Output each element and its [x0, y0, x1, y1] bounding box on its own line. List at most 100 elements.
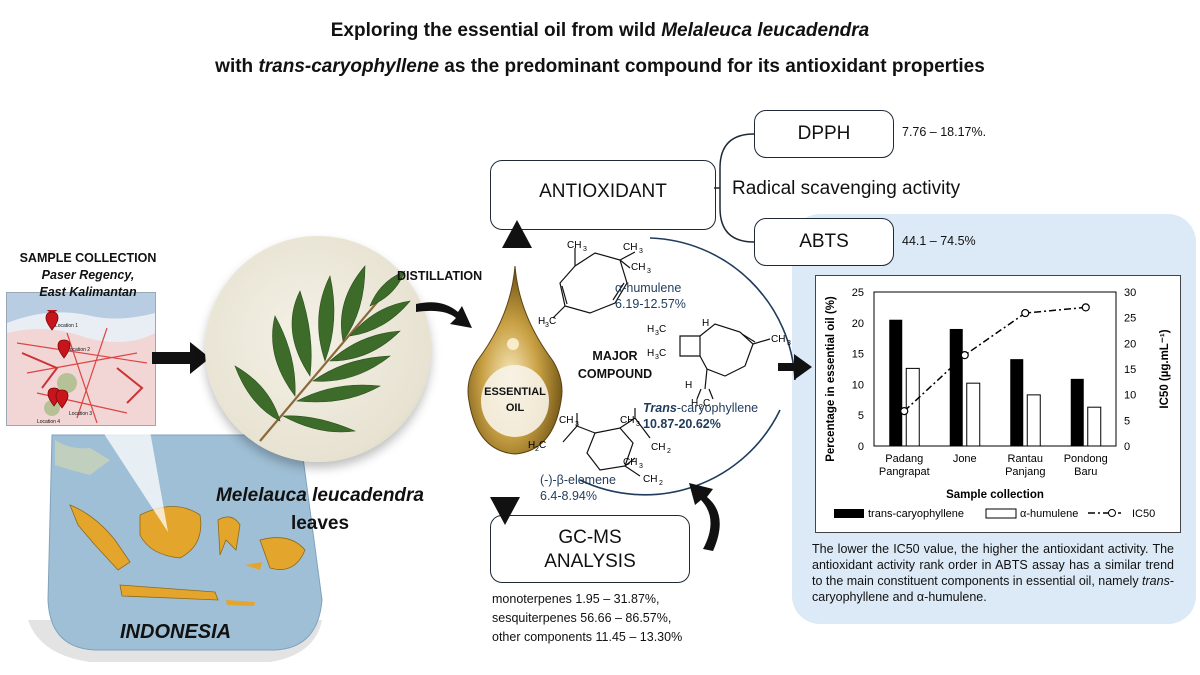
radical-scavenging-label: Radical scavenging activity [732, 178, 961, 199]
svg-text:CH: CH [623, 457, 637, 468]
location-pins [45, 310, 71, 409]
composition-item: monoterpenes 1.95 – 31.87%, [492, 592, 660, 606]
svg-text:3: 3 [639, 248, 643, 255]
svg-text:H: H [647, 348, 654, 359]
svg-text:3: 3 [575, 421, 579, 428]
map-label-3: Location 3 [69, 411, 93, 417]
y-tick-label: 0 [858, 441, 864, 453]
ic50-point [900, 406, 909, 416]
svg-text:3: 3 [787, 340, 791, 347]
svg-text:C: C [549, 316, 556, 327]
oil-label-line1: ESSENTIAL [484, 386, 546, 398]
x-tick-label: Pondong [1064, 453, 1108, 465]
svg-text:3: 3 [639, 463, 643, 470]
svg-text:CH: CH [620, 415, 634, 426]
arrow-to-leaves-icon [152, 342, 210, 374]
bar-alpha-humulene [1026, 394, 1041, 447]
y-axis-label: Percentage in essential oil (%) [825, 296, 837, 462]
y-tick-label: 15 [852, 349, 864, 361]
down-triangle-icon [490, 497, 520, 525]
indonesia-map [28, 420, 323, 662]
bar-alpha-humulene [1087, 406, 1102, 447]
leaves-photo [205, 236, 431, 462]
pin-icon [45, 311, 59, 331]
y-tick-label: 10 [852, 379, 864, 391]
svg-text:3: 3 [583, 246, 587, 253]
x-axis-label: Sample collection [946, 489, 1044, 501]
arrow-to-chart-icon [778, 354, 812, 380]
svg-text:H: H [691, 398, 698, 409]
legend-swatch-trans-caryophyllene [834, 509, 864, 518]
indonesia-label: INDONESIA [120, 621, 232, 643]
x-tick-label: Pangrapat [879, 466, 930, 478]
y2-tick-label: 20 [1124, 338, 1136, 350]
y2-tick-label: 30 [1124, 287, 1136, 299]
branch-connector [714, 133, 755, 243]
svg-text:CH: CH [771, 334, 785, 345]
svg-text:C: C [703, 398, 710, 409]
ic50-point [960, 351, 969, 360]
svg-text:3: 3 [655, 330, 659, 337]
svg-text:CH: CH [567, 240, 581, 251]
antioxidant-box: ANTIOXIDANT [490, 160, 716, 230]
legend-label: trans-caryophyllene [868, 508, 964, 520]
svg-text:H: H [685, 380, 692, 391]
y2-tick-label: 10 [1124, 390, 1136, 402]
legend-label: IC50 [1132, 508, 1155, 520]
bar-trans-caryophyllene [1010, 359, 1024, 446]
ic50-line [903, 306, 1086, 412]
svg-text:C: C [659, 324, 666, 335]
svg-text:2: 2 [699, 404, 703, 409]
abts-value: 44.1 – 74.5% [902, 234, 976, 248]
x-tick-label: Baru [1074, 466, 1097, 478]
abts-box: ABTS [754, 218, 894, 266]
svg-text:CH: CH [559, 415, 573, 426]
svg-text:3: 3 [647, 268, 651, 275]
ic50-point [1021, 308, 1030, 318]
distillation-label: DISTILLATION [397, 269, 483, 283]
sample-map-inset: Location 1 Location 2 Location 3 Locatio… [6, 292, 156, 426]
svg-text:CH: CH [643, 474, 657, 485]
x-tick-label: Rantau [1008, 453, 1043, 465]
svg-text:CH: CH [623, 242, 637, 253]
composition-item: sesquiterpenes 56.66 – 86.57%, [492, 611, 672, 625]
svg-text:3: 3 [545, 322, 549, 328]
title-line-2: with trans-caryophyllene as the predomin… [215, 56, 985, 77]
legend-label: α-humulene [1020, 508, 1078, 520]
ic50-point [1081, 303, 1090, 312]
gcms-box: GC-MS ANALYSIS [490, 515, 690, 583]
svg-text:H: H [647, 324, 654, 335]
bar-trans-caryophyllene [889, 319, 903, 446]
x-tick-label: Jone [953, 453, 977, 465]
svg-text:H: H [702, 318, 709, 329]
bar-alpha-humulene [966, 382, 981, 447]
ic50-chart: 0510152025051015202530PadangPangrapatJon… [825, 287, 1171, 520]
y2-tick-label: 5 [1124, 415, 1130, 427]
composition-item: other components 11.45 – 13.30% [492, 630, 683, 644]
y2-tick-label: 25 [1124, 313, 1136, 325]
map-label-2: Location 2 [67, 347, 91, 353]
composition-list: monoterpenes 1.95 – 31.87%, sesquiterpen… [492, 590, 682, 647]
up-triangle-icon [502, 220, 532, 248]
title-line-1: Exploring the essential oil from wild Me… [330, 20, 870, 41]
bar-trans-caryophyllene [949, 328, 963, 446]
y-tick-label: 5 [858, 410, 864, 422]
sample-collection-label: SAMPLE COLLECTION Paser Regency, East Ka… [19, 251, 157, 299]
svg-text:H: H [538, 316, 545, 327]
svg-text:2: 2 [535, 446, 539, 453]
y2-tick-label: 15 [1124, 364, 1136, 376]
conclusion-text: The lower the IC50 value, the higher the… [812, 542, 1175, 604]
map-label-1: Location 1 [55, 323, 79, 329]
dpph-value: 7.76 – 18.17%. [902, 125, 987, 139]
legend-swatch-alpha-humulene [985, 508, 1017, 519]
elemene-label: (-)-β-elemene 6.4-8.94% [540, 473, 616, 503]
y2-tick-label: 0 [1124, 441, 1130, 453]
legend-marker-ic50 [1108, 509, 1116, 517]
svg-text:H: H [528, 440, 535, 451]
oil-label-line2: OIL [505, 402, 525, 414]
x-tick-label: Panjang [1005, 466, 1045, 478]
leaves-caption: Melelauca leucadendra leaves [215, 485, 425, 534]
